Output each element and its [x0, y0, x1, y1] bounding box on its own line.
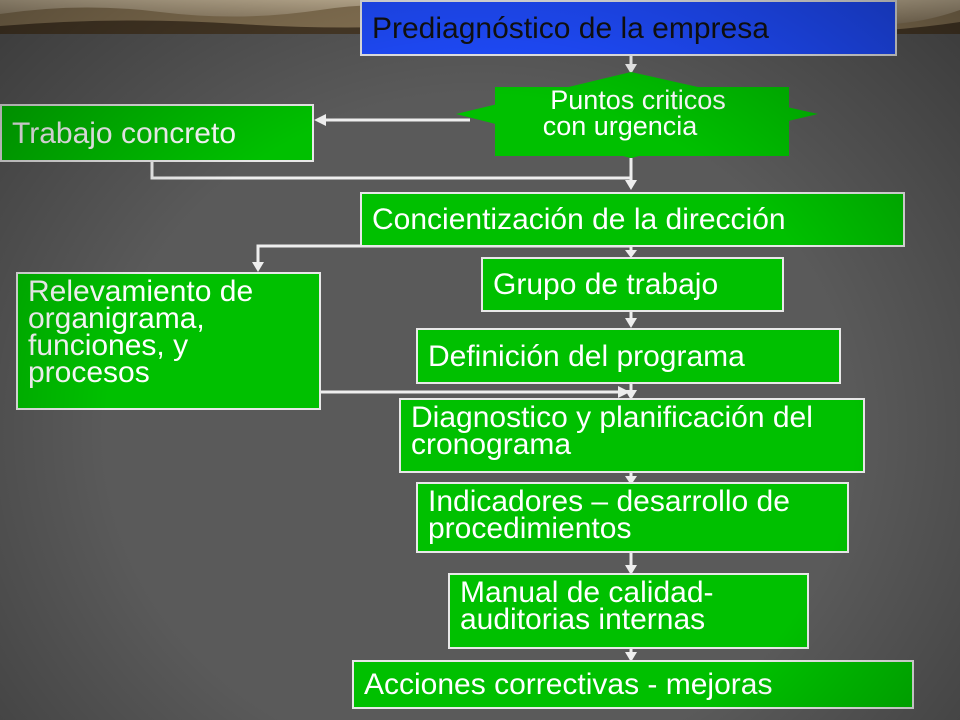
- node-concientizacion: Concientización de la dirección: [360, 192, 905, 247]
- node-prediagnostico: Prediagnóstico de la empresa: [360, 0, 897, 56]
- connector-trabajo-to-concientizacion: [150, 162, 631, 180]
- node-prediagnostico-label: Prediagnóstico de la empresa: [372, 11, 769, 45]
- node-indicadores: Indicadores – desarrollo de procedimient…: [416, 482, 849, 553]
- arrowhead-manual: [625, 565, 637, 575]
- node-puntos-criticos-line2: con urgencia: [542, 110, 698, 141]
- arrowhead-relevamiento: [252, 262, 264, 272]
- node-trabajo-concreto: Trabajo concreto: [0, 104, 314, 162]
- node-diagnostico-label: Diagnostico y planificación del cronogra…: [411, 401, 813, 461]
- arrowhead-definicion: [625, 318, 637, 328]
- node-acciones: Acciones correctivas - mejoras: [352, 660, 914, 709]
- arrowhead-concientizacion: [625, 180, 637, 190]
- node-puntos-criticos-line1: Puntos criticos: [550, 85, 726, 115]
- arrowhead-puntos: [625, 64, 637, 74]
- node-relevamiento: Relevamiento de organigrama, funciones, …: [16, 272, 321, 410]
- decision-diamond-box: [495, 87, 789, 156]
- node-concientizacion-label: Concientización de la dirección: [372, 203, 786, 236]
- arrowhead-indicadores: [625, 476, 637, 485]
- arrowhead-diagnostico-left: [618, 386, 630, 398]
- node-trabajo-concreto-label: Trabajo concreto: [12, 116, 237, 150]
- node-indicadores-label: Indicadores – desarrollo de procedimient…: [428, 485, 790, 545]
- node-manual: Manual de calidad- auditorias internas: [448, 573, 809, 649]
- node-manual-label: Manual de calidad- auditorias internas: [460, 576, 714, 636]
- node-relevamiento-label: Relevamiento de organigrama, funciones, …: [28, 275, 254, 389]
- arrowhead-grupo: [625, 250, 637, 258]
- node-puntos-criticos: Puntos criticos con urgencia: [497, 87, 787, 139]
- arrowhead-acciones: [625, 652, 637, 662]
- node-acciones-label: Acciones correctivas - mejoras: [364, 668, 773, 701]
- arrowhead-trabajo: [314, 114, 326, 126]
- node-definicion: Definición del programa: [416, 328, 841, 384]
- node-definicion-label: Definición del programa: [428, 339, 745, 373]
- arrowhead-diagnostico: [625, 390, 637, 400]
- node-grupo-trabajo: Grupo de trabajo: [481, 257, 784, 312]
- node-diagnostico: Diagnostico y planificación del cronogra…: [399, 398, 865, 473]
- node-grupo-trabajo-label: Grupo de trabajo: [493, 268, 719, 301]
